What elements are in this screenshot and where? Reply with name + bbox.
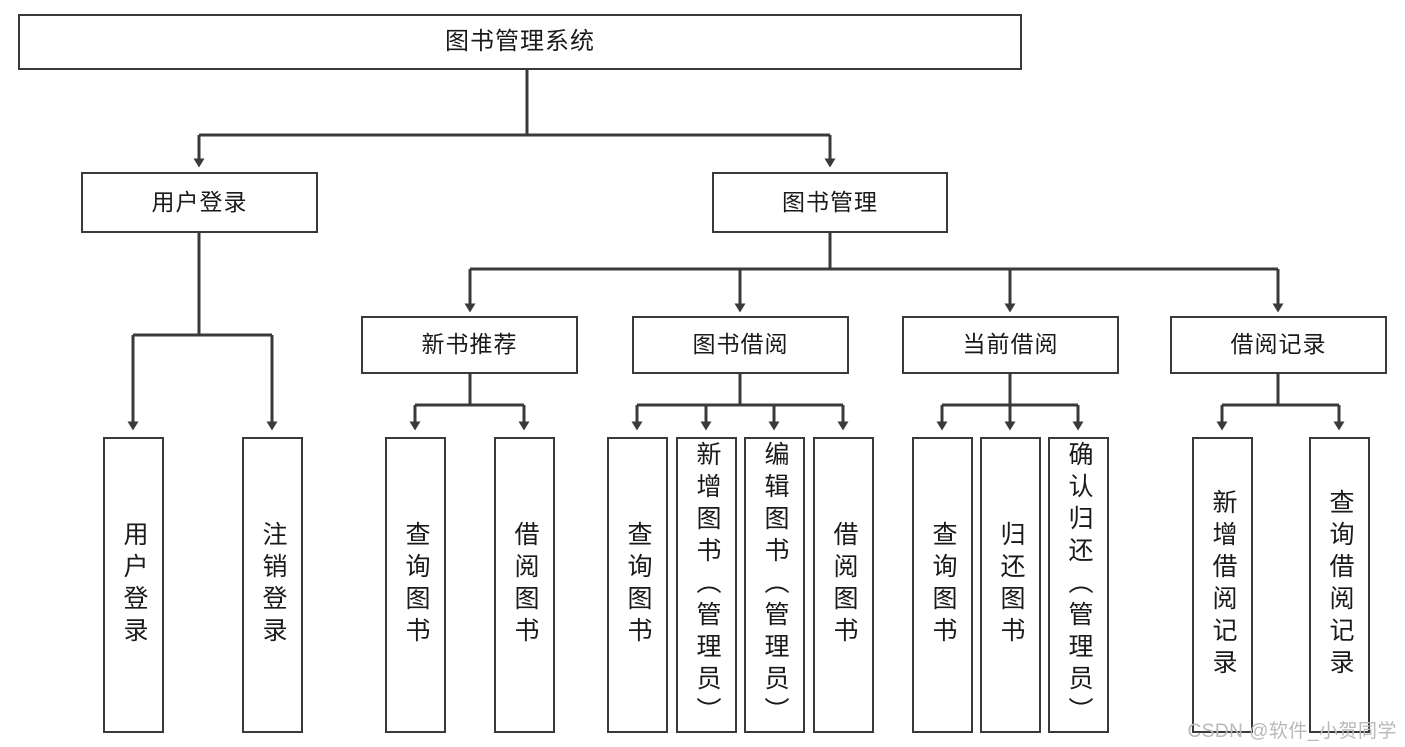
- node-borrow-record[interactable]: 借阅记录: [1170, 316, 1387, 374]
- leaf-current-confirm-return-admin[interactable]: 确认归还（管理员）: [1048, 437, 1109, 733]
- csdn-watermark: CSDN @软件_小贺同学: [1187, 721, 1397, 742]
- node-root-system[interactable]: 图书管理系统: [18, 14, 1022, 70]
- leaf-user-login-logout[interactable]: 注销登录: [242, 437, 303, 733]
- node-book-management[interactable]: 图书管理: [712, 172, 948, 233]
- leaf-borrow-query-book[interactable]: 查询图书: [607, 437, 668, 733]
- leaf-recommend-borrow-book[interactable]: 借阅图书: [494, 437, 555, 733]
- leaf-current-query-book[interactable]: 查询图书: [912, 437, 973, 733]
- leaf-borrow-edit-book-admin[interactable]: 编辑图书（管理员）: [744, 437, 805, 733]
- leaf-record-query-record[interactable]: 查询借阅记录: [1309, 437, 1370, 733]
- leaf-borrow-add-book-admin[interactable]: 新增图书（管理员）: [676, 437, 737, 733]
- leaf-current-return-book[interactable]: 归还图书: [980, 437, 1041, 733]
- node-user-login[interactable]: 用户登录: [81, 172, 318, 233]
- leaf-borrow-borrow-book[interactable]: 借阅图书: [813, 437, 874, 733]
- leaf-recommend-query-book[interactable]: 查询图书: [385, 437, 446, 733]
- node-current-borrow[interactable]: 当前借阅: [902, 316, 1119, 374]
- node-new-book-recommend[interactable]: 新书推荐: [361, 316, 578, 374]
- leaf-record-add-record[interactable]: 新增借阅记录: [1192, 437, 1253, 733]
- node-book-borrow[interactable]: 图书借阅: [632, 316, 849, 374]
- leaf-user-login-login[interactable]: 用户登录: [103, 437, 164, 733]
